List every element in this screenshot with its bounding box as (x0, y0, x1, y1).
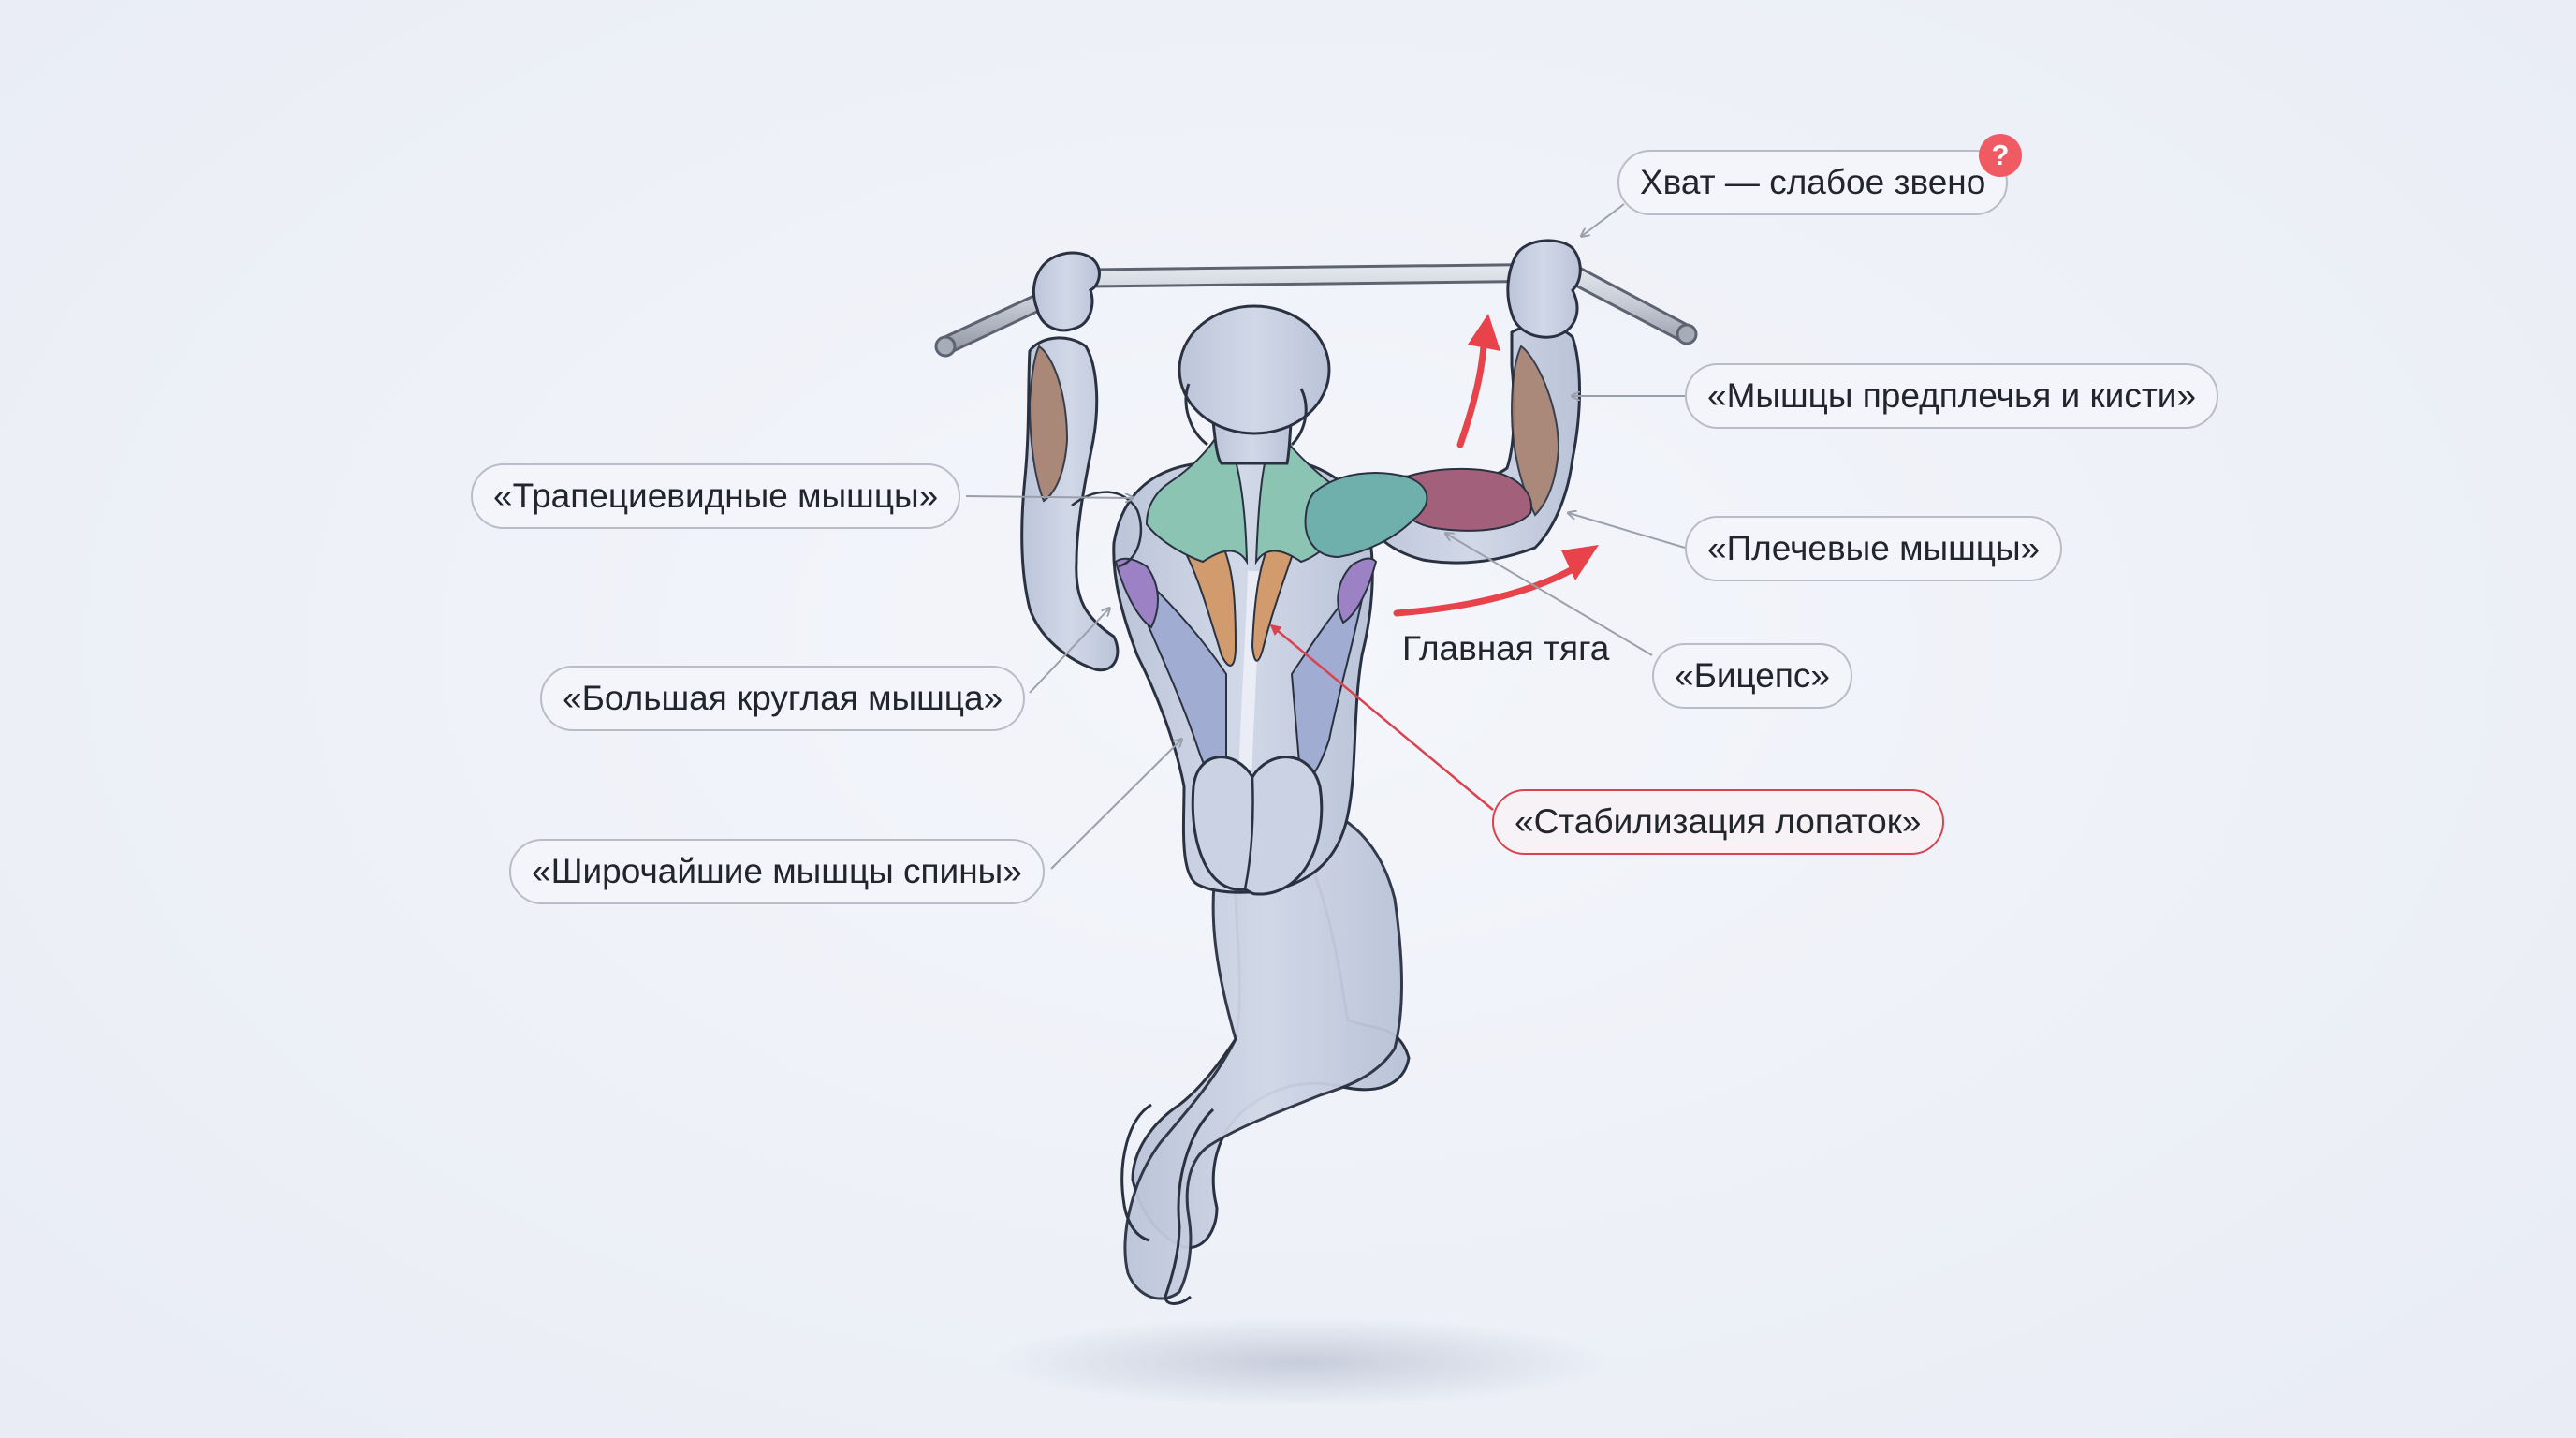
glutes (1193, 757, 1322, 894)
right-arm (1306, 241, 1581, 563)
deltoid-callout: «Плечевые мышцы» (1685, 516, 2062, 581)
teres-major-callout: «Большая круглая мышца» (540, 666, 1025, 731)
trapezius-callout: «Трапециевидные мышцы» (471, 463, 960, 529)
question-icon[interactable]: ? (1979, 134, 2022, 177)
leader-deltoid (1569, 513, 1685, 548)
floor-shadow (992, 1317, 1610, 1407)
grip-callout: Хват — слабое звено (1617, 150, 2008, 215)
head (1179, 306, 1329, 463)
biceps-callout: «Бицепс» (1652, 643, 1852, 709)
latissimus-callout: «Широчайшие мышцы спины» (509, 839, 1045, 904)
main-pull-label: Главная тяга (1402, 629, 1609, 668)
forearm-callout: «Мышцы предплечья и кисти» (1685, 363, 2218, 429)
right-hand (1508, 241, 1580, 337)
leader-trapezius (966, 496, 1133, 498)
scapula-stabilization-callout: «Стабилизация лопаток» (1492, 789, 1944, 855)
left-hand (1033, 253, 1099, 330)
leader-latissimus (1051, 740, 1181, 869)
leader-grip (1582, 204, 1624, 236)
